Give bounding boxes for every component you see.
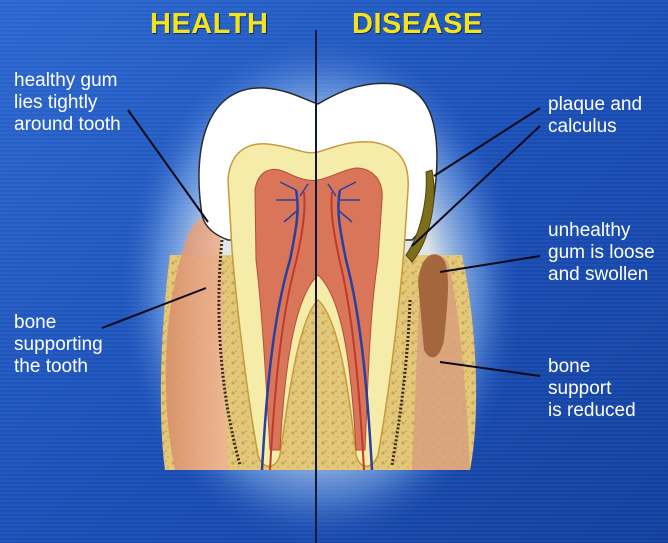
heading-health: HEALTH [150, 8, 268, 41]
label-healthy-gum: healthy gum lies tightly around tooth [14, 70, 121, 136]
label-bone-reduced: bone support is reduced [548, 356, 636, 422]
heading-disease: DISEASE [352, 8, 483, 41]
label-bone-supporting: bone supporting the tooth [14, 312, 103, 378]
label-plaque-calculus: plaque and calculus [548, 94, 642, 138]
label-unhealthy-gum: unhealthy gum is loose and swollen [548, 220, 655, 286]
